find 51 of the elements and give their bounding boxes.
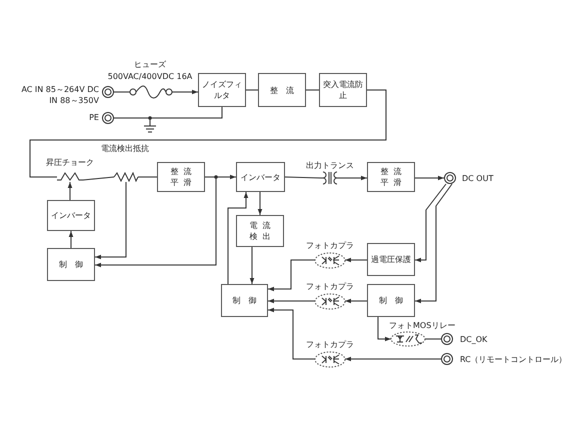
block-box: 電流検出 xyxy=(236,215,284,247)
connector-line xyxy=(424,338,442,340)
block-box: インバータ xyxy=(47,200,95,231)
arrow xyxy=(378,316,392,342)
block-box: 過電圧保護 xyxy=(367,243,415,276)
arrow xyxy=(250,246,254,284)
connector-line xyxy=(114,118,150,126)
connector-line xyxy=(30,90,386,178)
component-label: フォトMOSリレー xyxy=(389,320,456,331)
block-box: ノイズフィルタ xyxy=(198,73,246,107)
block-box: インバータ xyxy=(236,162,285,192)
terminal-label: PE xyxy=(88,112,99,123)
block-box: 整流 xyxy=(258,73,306,107)
block-box: 整流平滑 xyxy=(367,162,415,192)
arrow xyxy=(258,192,262,216)
arrow xyxy=(94,182,126,260)
component-label: 昇圧チョーク xyxy=(45,157,95,168)
terminal-label: RC（リモートコントロール） xyxy=(460,354,568,365)
arrow xyxy=(94,176,216,268)
arrow xyxy=(414,176,444,180)
arrow xyxy=(344,356,442,362)
component-label: 電流検出抵抗 xyxy=(100,143,150,154)
connector-line xyxy=(82,176,114,180)
component-label: フォトカプラ xyxy=(305,339,355,350)
arrow xyxy=(344,258,368,262)
arrow xyxy=(344,298,368,304)
arrow xyxy=(172,90,198,94)
arrow xyxy=(414,184,452,304)
arrow xyxy=(338,176,368,180)
block-box: 制御 xyxy=(367,284,415,317)
connector-line xyxy=(284,176,322,178)
arrow xyxy=(268,308,316,360)
arrow xyxy=(68,182,72,200)
terminal-label: DC OUT xyxy=(462,173,494,184)
component-label: 出力トランス xyxy=(305,160,355,171)
component-label: 500VAC/400VDC 16A xyxy=(106,71,194,82)
component-label: フォトカプラ xyxy=(305,281,355,292)
terminal-label: AC IN 85～264V DC IN 88～350V xyxy=(20,84,99,106)
arrow xyxy=(268,260,316,292)
block-box: 整流平滑 xyxy=(157,162,205,192)
connector-line xyxy=(138,176,158,178)
arrow xyxy=(228,192,248,284)
terminal-label: DC_OK xyxy=(460,334,488,345)
component-label: フォトカプラ xyxy=(305,240,355,251)
arrow xyxy=(68,230,74,248)
block-box: 突入電流防止 xyxy=(319,73,367,107)
component-label: ヒューズ xyxy=(133,59,167,70)
arrow xyxy=(414,184,446,262)
block-box: 制御 xyxy=(221,284,268,317)
arrow xyxy=(268,298,316,304)
block-box: 制御 xyxy=(47,248,95,281)
